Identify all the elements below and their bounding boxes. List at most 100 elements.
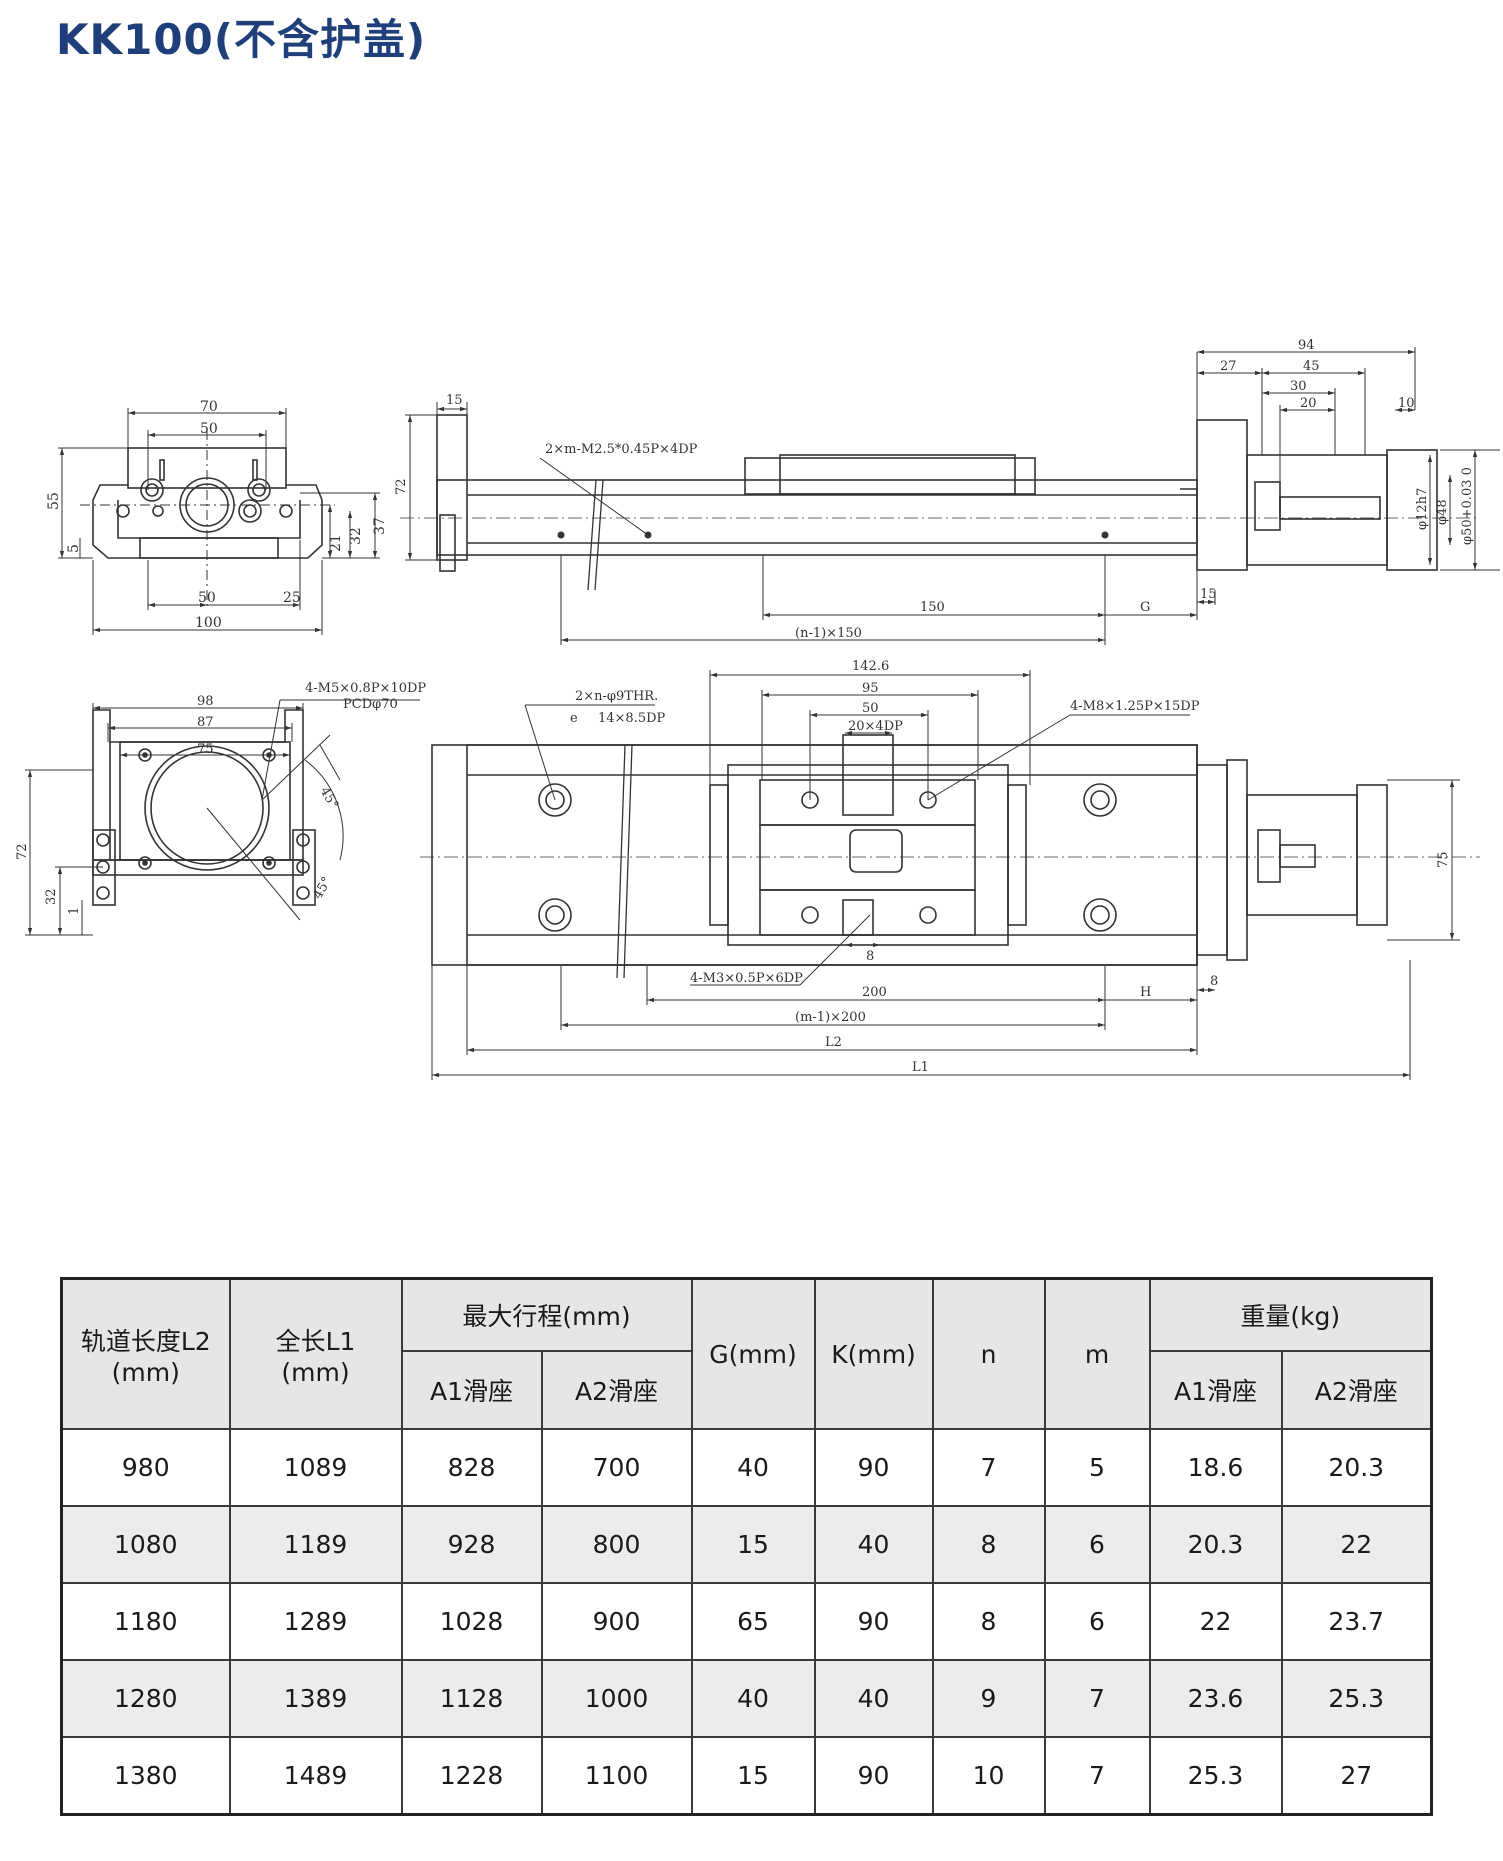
side-view-dims: [400, 347, 1500, 645]
note-phi9-holes: 2×n-φ9THR.: [575, 689, 658, 704]
dim-side-phi50: φ50+0.03 0: [1460, 467, 1475, 545]
header-stroke-a2: A2滑座: [540, 1350, 693, 1430]
dim-side-72: 72: [394, 478, 409, 495]
spec-table: 轨道长度L2 (mm) 全长L1 (mm) 最大行程(mm) G(mm) K(m…: [60, 1277, 1434, 1816]
cell-g: 40: [690, 1659, 816, 1738]
header-k: K(mm): [813, 1277, 934, 1430]
dim-front-100: 100: [195, 615, 222, 631]
cell-k: 40: [813, 1659, 934, 1738]
cell-weight-a2: 23.7: [1280, 1582, 1433, 1661]
dim-end-72: 72: [15, 843, 30, 860]
dim-top-m200: (m-1)×200: [795, 1010, 866, 1025]
dim-side-phi48: φ48: [1435, 499, 1450, 525]
cell-l2: 1080: [60, 1505, 231, 1584]
dim-front-50-top: 50: [200, 421, 218, 437]
dim-side-45: 45: [1303, 359, 1320, 374]
cell-stroke-a1: 1028: [400, 1582, 543, 1661]
dim-side-150: 150: [920, 600, 945, 615]
dim-front-70: 70: [200, 399, 218, 415]
dim-side-10: 10: [1398, 396, 1415, 411]
front-view-labels: 70 50 55 5 21 32 37 50 25 100: [46, 399, 388, 631]
dim-front-50-bottom: 50: [198, 590, 216, 606]
dim-top-142-6: 142.6: [852, 659, 889, 674]
cell-m: 5: [1043, 1428, 1151, 1507]
note-20x4dp: 20×4DP: [848, 719, 903, 734]
technical-drawing: 70 50 55 5 21 32 37 50 25 100: [15, 338, 1500, 1080]
note-pcd: PCDφ70: [343, 697, 398, 712]
header-track-length: 轨道长度L2 (mm): [60, 1277, 231, 1430]
dim-top-75: 75: [1436, 851, 1451, 868]
cell-l1: 1089: [228, 1428, 403, 1507]
cell-k: 90: [813, 1582, 934, 1661]
cell-g: 15: [690, 1736, 816, 1816]
cell-l1: 1289: [228, 1582, 403, 1661]
dim-front-32: 32: [348, 527, 364, 545]
cell-n: 7: [931, 1428, 1046, 1507]
dim-front-21: 21: [328, 534, 344, 552]
dim-end-98: 98: [197, 694, 214, 709]
dim-front-25: 25: [283, 590, 301, 606]
cell-m: 7: [1043, 1659, 1151, 1738]
cell-weight-a1: 22: [1148, 1582, 1283, 1661]
header-track-length-line2: (mm): [111, 1357, 180, 1387]
cell-weight-a1: 23.6: [1148, 1659, 1283, 1738]
cell-n: 8: [931, 1582, 1046, 1661]
top-view-labels: 2×n-φ9THR. e 14×8.5DP 142.6 95 50 20×4DP…: [570, 659, 1451, 1075]
dim-top-95: 95: [862, 681, 879, 696]
cell-weight-a1: 25.3: [1148, 1736, 1283, 1816]
note-m3-holes: 4-M3×0.5P×6DP: [690, 971, 803, 986]
dim-side-n150: (n-1)×150: [795, 626, 862, 641]
note-m5-holes: 4-M5×0.8P×10DP: [305, 681, 426, 696]
header-total-length-line1: 全长L1: [275, 1326, 356, 1356]
cell-weight-a2: 27: [1280, 1736, 1433, 1816]
top-view: [431, 734, 1388, 966]
cell-stroke-a2: 900: [540, 1582, 693, 1661]
cell-l2: 1280: [60, 1659, 231, 1738]
note-m8-holes: 4-M8×1.25P×15DP: [1070, 699, 1200, 714]
dim-side-94: 94: [1298, 338, 1315, 353]
side-view-labels: 15 72 2×m-M2.5*0.45P×4DP 150 G (n-1)×150…: [394, 338, 1475, 641]
dim-side-20: 20: [1300, 396, 1317, 411]
header-weight-a2: A2滑座: [1280, 1350, 1433, 1430]
end-view: [92, 709, 316, 906]
header-total-length: 全长L1 (mm): [228, 1277, 403, 1430]
cell-l2: 1180: [60, 1582, 231, 1661]
dim-side-27: 27: [1220, 359, 1237, 374]
dim-side-phi12: φ12h7: [1415, 488, 1430, 530]
cell-m: 6: [1043, 1582, 1151, 1661]
cell-k: 90: [813, 1736, 934, 1816]
side-view: [436, 414, 1438, 572]
dim-top-50: 50: [862, 701, 879, 716]
cell-l1: 1389: [228, 1659, 403, 1738]
header-max-stroke: 最大行程(mm): [400, 1277, 693, 1352]
dim-top-8b: 8: [1210, 974, 1218, 989]
cell-l2: 980: [60, 1428, 231, 1507]
header-weight: 重量(kg): [1148, 1277, 1433, 1352]
header-n: n: [931, 1277, 1046, 1430]
dim-end-87: 87: [197, 715, 214, 730]
cell-l1: 1489: [228, 1736, 403, 1816]
dim-side-15: 15: [446, 393, 463, 408]
cell-weight-a2: 20.3: [1280, 1428, 1433, 1507]
cell-m: 7: [1043, 1736, 1151, 1816]
cell-k: 40: [813, 1505, 934, 1584]
cell-stroke-a1: 1128: [400, 1659, 543, 1738]
dim-front-55: 55: [46, 492, 62, 510]
cell-l2: 1380: [60, 1736, 231, 1816]
end-view-dims: [25, 699, 420, 936]
cell-stroke-a2: 1000: [540, 1659, 693, 1738]
note-m25-holes: 2×m-M2.5*0.45P×4DP: [545, 442, 698, 457]
cell-weight-a2: 22: [1280, 1505, 1433, 1584]
top-view-dims: [420, 670, 1480, 1080]
page-title: KK100(不含护盖): [56, 15, 427, 64]
cell-g: 40: [690, 1428, 816, 1507]
end-view-labels: 4-M5×0.8P×10DP PCDφ70 98 87 75 72 32 1 4…: [15, 681, 426, 915]
header-g: G(mm): [690, 1277, 816, 1430]
dim-top-H: H: [1140, 985, 1151, 1000]
cell-stroke-a1: 1228: [400, 1736, 543, 1816]
cell-n: 9: [931, 1659, 1046, 1738]
dim-top-L1: L1: [912, 1060, 929, 1075]
